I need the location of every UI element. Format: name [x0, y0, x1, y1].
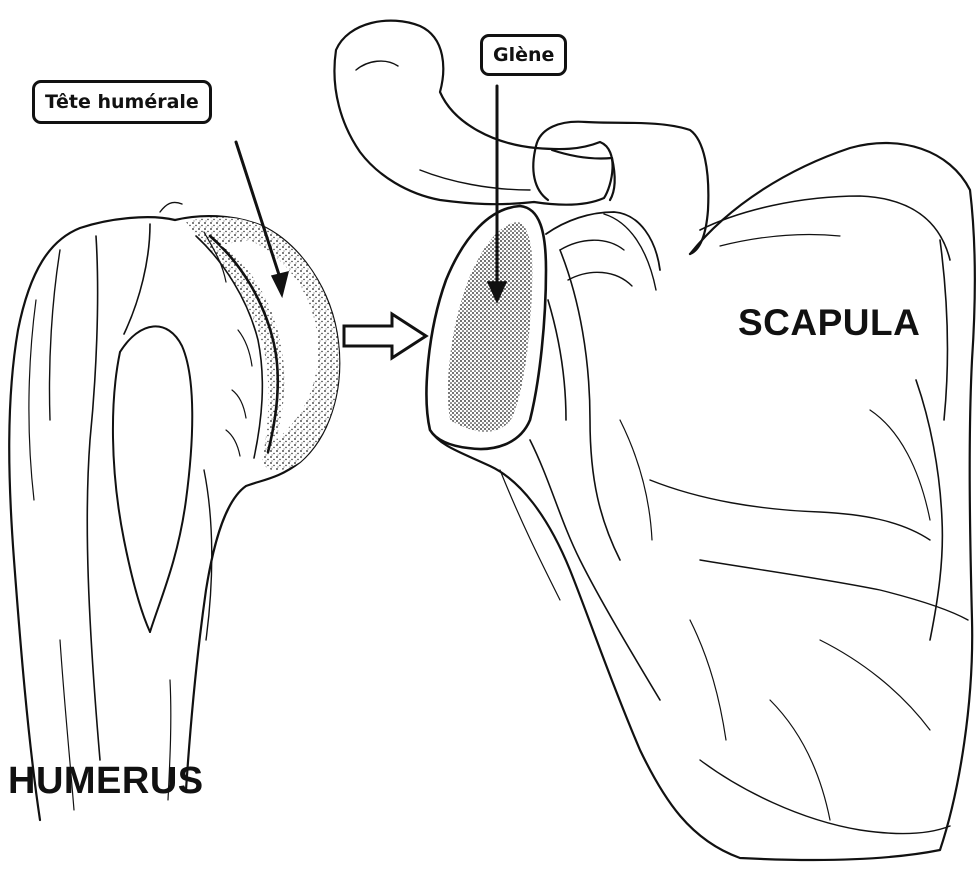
- hollow-right-arrow-icon: [344, 314, 426, 358]
- tete-humerale-label: Tête humérale: [32, 80, 212, 124]
- scapula-bone: [334, 21, 974, 860]
- glene-label: Glène: [480, 34, 567, 76]
- scapula-label: SCAPULA: [738, 302, 920, 344]
- humerus-bone: [9, 202, 339, 820]
- humerus-label: HUMERUS: [8, 760, 204, 803]
- pointer-arrows: [236, 86, 506, 302]
